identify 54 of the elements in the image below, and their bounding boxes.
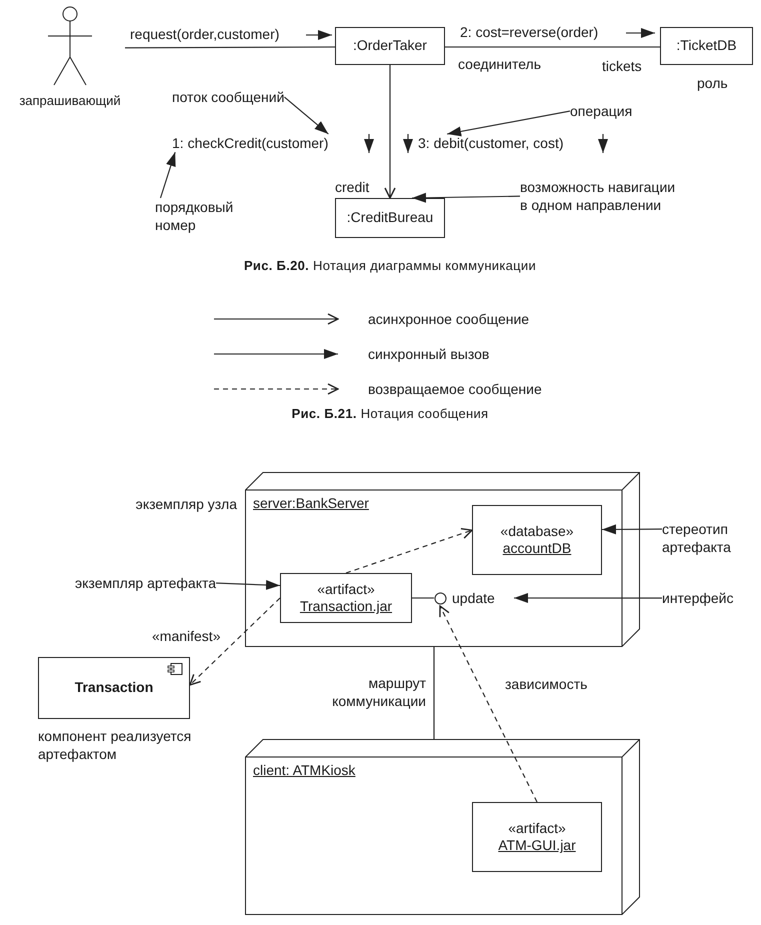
callout-text: порядковый номер <box>155 198 234 234</box>
annotation-text: компонент реализуется артефактом <box>38 727 192 764</box>
callout-text: экземпляр артефакта <box>75 574 216 592</box>
actor-name: запрашивающий <box>19 93 121 108</box>
edge-label: request(order,customer) <box>128 26 282 42</box>
dependency-arrow <box>189 598 280 686</box>
annotation-text: соединитель <box>458 55 542 74</box>
legend-text: возвращаемое сообщение <box>368 381 542 397</box>
leader-line <box>284 96 329 134</box>
dependency-arrow <box>346 528 473 574</box>
interface-name: update <box>452 590 495 606</box>
annotation-text: зависимость <box>505 675 588 694</box>
node-name: client: ATMKiosk <box>253 762 356 778</box>
object-name: :OrderTaker <box>353 37 427 55</box>
leader-line <box>602 524 662 534</box>
annotation-text: экземпляр узла <box>134 495 237 514</box>
object-name: :CreditBureau <box>346 209 434 227</box>
leader-line <box>412 192 520 203</box>
leader-line <box>160 152 176 198</box>
legend-text: асинхронное сообщение <box>368 311 530 327</box>
connector-line <box>125 46 335 48</box>
callout-text: 3: debit(customer, cost) <box>418 134 564 152</box>
callout-text: стереотип артефакта <box>662 520 732 556</box>
leader-line <box>216 580 280 590</box>
edge-label: «manifest» <box>150 628 222 644</box>
interface-line <box>412 597 434 599</box>
artifact-name: Transaction.jar <box>300 598 392 616</box>
object-name: :TicketDB <box>676 37 737 55</box>
leader-line <box>447 110 570 136</box>
stereotype-label: «artifact» <box>317 580 375 598</box>
annotation-text: роль <box>697 74 728 92</box>
figure-caption: Рис. Б.20. Нотация диаграммы коммуникации <box>242 258 538 275</box>
annotation-text: маршрут коммуникации <box>331 674 426 710</box>
component-name: Transaction <box>74 679 154 697</box>
artifact-name: ATM-GUI.jar <box>498 837 576 854</box>
arrow <box>384 65 396 199</box>
stereotype-label: «artifact» <box>508 820 566 837</box>
figure-caption: Рис. Б.21. Нотация сообщения <box>290 406 490 423</box>
leader-line <box>514 593 662 603</box>
communication-path <box>433 647 435 739</box>
dependency-arrow <box>439 605 538 802</box>
annotation-text: tickets <box>602 57 642 76</box>
legend-text: синхронный вызов <box>368 346 490 362</box>
callout-text: операция <box>570 102 632 120</box>
callout-text: 1: checkCredit(customer) <box>172 134 328 152</box>
stereotype-label: «database» <box>500 522 574 540</box>
node-name: server:BankServer <box>253 495 369 511</box>
callout-text: возможность навигации в одном направлении <box>520 178 676 214</box>
callout-text: интерфейс <box>662 589 734 608</box>
edge-label: 2: cost=reverse(order) <box>458 24 600 40</box>
callout-text: поток сообщений <box>172 88 284 106</box>
artifact-name: accountDB <box>502 540 572 558</box>
role-name: credit <box>335 179 370 195</box>
connector-line <box>445 46 660 48</box>
